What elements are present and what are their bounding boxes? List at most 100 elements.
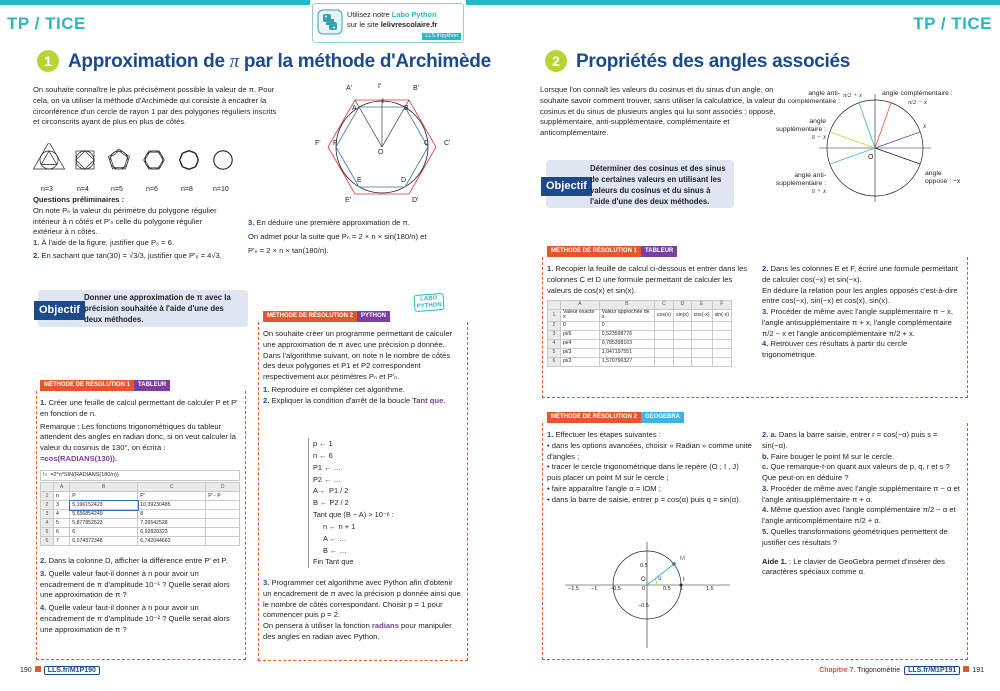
geo-label: I <box>683 577 685 583</box>
footer-link-left[interactable]: LLS.fr/M1P190 <box>43 666 100 675</box>
geo-tick: −0.5 <box>610 586 621 592</box>
geo-label: α <box>658 576 662 582</box>
geo-tick: −1.5 <box>568 586 579 592</box>
method-2-content-left: On souhaite créer un programme permettan… <box>263 329 453 405</box>
fig-label: B' <box>413 85 420 92</box>
fig-label: E <box>357 177 362 184</box>
fig-label: F' <box>315 140 321 147</box>
origin-label: O <box>868 154 874 161</box>
fig-label: A <box>352 105 357 112</box>
banner-line-1: Utilisez notre Labo Python <box>347 10 437 19</box>
fig-label: C' <box>444 140 451 147</box>
polygon-label: n=4 <box>77 186 89 193</box>
antisupp-label: angle anti-supplémentaire :π + x <box>775 172 826 196</box>
comp-value: π/2 − x <box>908 99 927 106</box>
anticomp-label: angle anti-complémentaire : <box>787 90 840 106</box>
fig-label: I' <box>378 83 382 90</box>
fig-label: C <box>424 140 430 147</box>
top-band-left <box>0 0 310 5</box>
objective-text-left: Donner une approximation de π avec la pr… <box>84 293 231 324</box>
geogebra-plot[interactable] <box>560 540 735 650</box>
method-1-frame-right <box>542 257 968 398</box>
anticomp-value: π/2 + x <box>843 92 862 99</box>
banner-tag[interactable]: LLS.fr/python <box>422 33 461 41</box>
objective-tag-left: Objectif <box>34 301 85 320</box>
top-band-right <box>466 0 1000 5</box>
method-2-q3-left: 3. Programmer cet algorithme avec Python… <box>263 578 461 641</box>
fig-label: D' <box>412 197 419 204</box>
labo-python-link[interactable]: Labo Python <box>391 10 437 19</box>
objective-tag-right: Objectif <box>541 177 592 196</box>
method-1-frame-left <box>36 391 246 660</box>
polygon-label: n=5 <box>111 186 123 193</box>
x-label: x <box>923 122 927 130</box>
section-number-2: 2 <box>545 50 567 72</box>
fig-label: A' <box>346 85 353 92</box>
geo-tick: 1.5 <box>706 586 714 592</box>
fig-label: F <box>333 140 338 147</box>
fig-label: E' <box>345 197 352 204</box>
method-1-q1-right: 1. Recopier la feuille de calcul ci-dess… <box>547 264 748 295</box>
geo-ytick: −0.5 <box>638 603 649 609</box>
method-1-questions-left: 2. Dans la colonne D, afficher la différ… <box>40 556 230 634</box>
method-2-questions-right: 2. a. Dans la barre saisie, entrer r = c… <box>762 430 960 577</box>
banner-line-2: sur le site lelivrescolaire.fr <box>347 20 438 29</box>
polygon-label: n=8 <box>181 186 193 193</box>
trig-circle <box>819 94 931 202</box>
objective-text-right: Déterminer des cosinus et des sinus de c… <box>590 164 726 206</box>
polygon-label: n=6 <box>146 186 158 193</box>
left-intro: On souhaite connaître le plus précisémen… <box>33 85 277 127</box>
fig-label: O <box>378 149 384 156</box>
fig-label: D <box>401 177 407 184</box>
archimede-figure <box>327 99 437 195</box>
section-title-1: Approximation de π par la méthode d'Arch… <box>68 51 491 72</box>
preliminary-questions: Questions préliminaires : On note Pₙ la … <box>33 195 222 260</box>
method-1-content-left: 1. Créer une feuille de calcul permettan… <box>40 398 238 463</box>
method-2-frame-right <box>542 423 968 660</box>
section-number-1: 1 <box>37 50 59 72</box>
formula-bar[interactable]: fx =2*n*SIN(RADIANS(180/n)) <box>40 470 240 482</box>
footer-link-right[interactable]: LLS.fr/M1P191 <box>904 666 961 675</box>
tp-label-right: TP / TICE <box>913 14 992 33</box>
section-title-2: Propriétés des angles associés <box>576 51 851 72</box>
geo-tick: 0.5 <box>663 586 671 592</box>
labo-python-banner[interactable]: Utilisez notre Labo Python sur le site l… <box>312 3 464 43</box>
geo-tick: 0 <box>642 586 646 592</box>
polygon-label: n=10 <box>213 186 229 193</box>
question-3: 3. En déduire une première approximation… <box>248 218 427 255</box>
site-link[interactable]: lelivrescolaire.fr <box>380 20 438 29</box>
method-2-frame-left <box>258 322 468 661</box>
method-1-questions-right: 2. Dans les colonnes E et F, écrire une … <box>762 264 958 360</box>
polygons-figure <box>33 143 233 171</box>
fig-label: I <box>382 98 384 105</box>
polygon-label: n=3 <box>41 186 53 193</box>
algorithm-block: p ← 1 n ← 6 P1 ← … P2 ← … A ← P1 / 2 B ←… <box>308 438 463 569</box>
geo-tick: −1 <box>591 586 598 592</box>
labo-python-stamp: LABO PYTHON <box>413 292 445 313</box>
geo-label: M <box>680 556 685 562</box>
geo-label: O <box>641 577 646 583</box>
fig-label: B <box>404 105 409 112</box>
tp-label-left: TP / TICE <box>7 14 86 33</box>
